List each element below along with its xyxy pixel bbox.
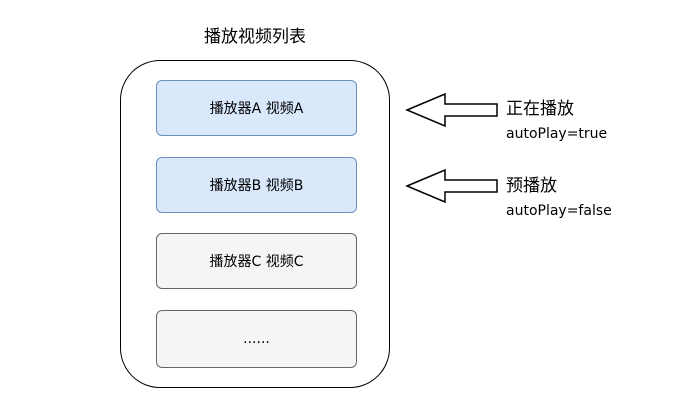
player-b-box: 播放器B 视频B — [156, 157, 357, 213]
playing-autoplay-value: autoPlay=true — [506, 126, 608, 142]
player-b-label: 播放器B 视频B — [209, 178, 304, 194]
player-a-box: 播放器A 视频A — [156, 80, 357, 136]
player-c-label: 播放器C 视频C — [209, 254, 304, 270]
arrow-to-player-a — [405, 92, 498, 128]
diagram-title: 播放视频列表 — [204, 27, 306, 47]
player-c-box: 播放器C 视频C — [156, 233, 357, 289]
preplay-label: 预播放 — [506, 176, 557, 196]
player-a-label: 播放器A 视频A — [209, 101, 304, 117]
video-list-container — [120, 60, 390, 388]
arrow-to-player-b — [405, 168, 498, 204]
more-items-label: ...... — [243, 331, 270, 347]
playing-label: 正在播放 — [506, 99, 574, 119]
preplay-autoplay-value: autoPlay=false — [506, 203, 612, 219]
more-items-box: ...... — [156, 310, 357, 368]
